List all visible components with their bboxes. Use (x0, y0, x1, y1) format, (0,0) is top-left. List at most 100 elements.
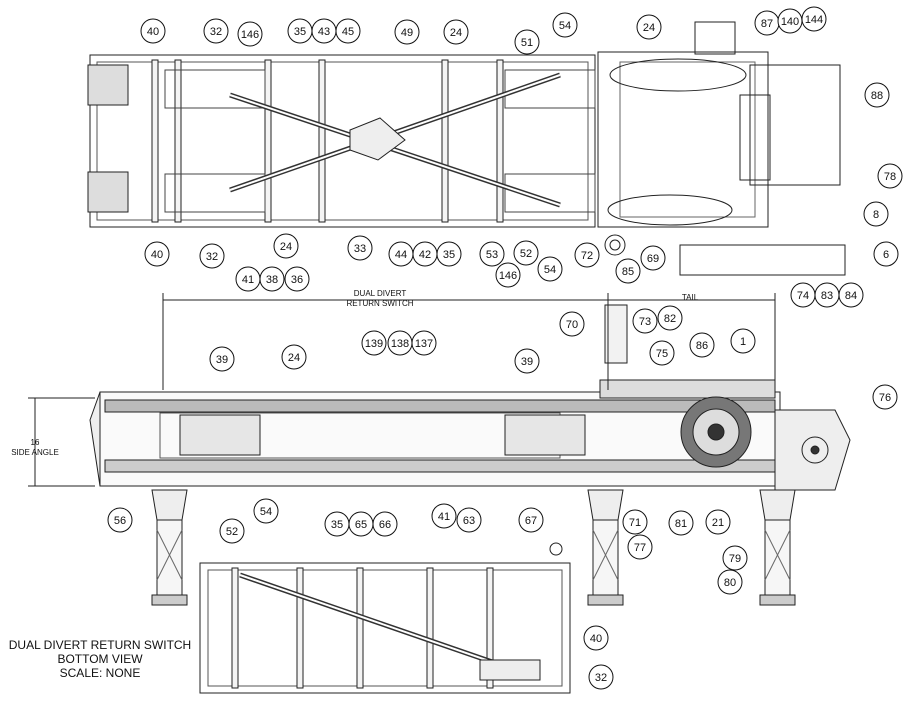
callout-number: 43 (318, 26, 330, 38)
callout-number: 77 (634, 542, 646, 554)
callout-balloon: 56 (107, 507, 133, 533)
caption-title: DUAL DIVERT RETURN SWITCH (9, 638, 191, 652)
callout-number: 39 (216, 354, 228, 366)
diverter-arm-a-core (229, 94, 561, 206)
callout-number: 67 (525, 515, 537, 527)
callout-circle (838, 282, 864, 308)
callout-balloon: 86 (689, 332, 715, 358)
callout-circle (431, 503, 457, 529)
tail-label: TAIL (682, 293, 699, 302)
bottom-crossmember-0 (231, 567, 239, 689)
callout-balloon: 42 (412, 241, 438, 267)
callout-balloon: 69 (640, 245, 666, 271)
callout-balloon: 40 (583, 625, 609, 651)
top-frame-inner (96, 61, 589, 221)
callout-number: 54 (260, 506, 272, 518)
callout-balloon: 71 (622, 509, 648, 535)
side-module-left (179, 414, 261, 456)
top-pocket-right-upper (504, 69, 596, 109)
leg-brace-b-2 (764, 529, 791, 581)
callout-number: 88 (871, 90, 883, 102)
callout-number: 65 (355, 519, 367, 531)
top-pocket-left-lower (164, 173, 266, 213)
callout-circle (705, 509, 731, 535)
callout-number: 35 (331, 519, 343, 531)
callout-number: 75 (656, 348, 668, 360)
head-nose (89, 391, 101, 487)
callout-balloon: 52 (513, 240, 539, 266)
callout-circle (657, 305, 683, 331)
span-label-1: DUAL DIVERT (354, 289, 407, 298)
callout-balloon: 44 (388, 241, 414, 267)
callout-circle (513, 240, 539, 266)
callout-balloon: 40 (144, 241, 170, 267)
callout-number: 52 (226, 526, 238, 538)
callout-number: 40 (147, 26, 159, 38)
callout-number: 146 (499, 270, 517, 282)
callout-circle (730, 328, 756, 354)
callout-balloon: 75 (649, 340, 675, 366)
callout-circle (518, 507, 544, 533)
callout-balloon: 54 (253, 498, 279, 524)
callout-number: 40 (151, 249, 163, 261)
callout-balloon: 67 (518, 507, 544, 533)
callout-circle (552, 12, 578, 38)
callout-number: 74 (797, 290, 809, 302)
callout-circle (456, 507, 482, 533)
callout-number: 41 (438, 511, 450, 523)
callout-balloon: 80 (717, 569, 743, 595)
callout-number: 21 (712, 517, 724, 529)
callout-number: 24 (450, 27, 462, 39)
callout-balloon: 32 (199, 243, 225, 269)
callout-circle (495, 262, 521, 288)
callout-circle (140, 18, 166, 44)
callout-balloon: 24 (281, 344, 307, 370)
bottom-crossmember-4 (486, 567, 494, 689)
callout-number: 6 (883, 249, 889, 261)
callout-number: 33 (354, 243, 366, 255)
tail-nose-pulley (801, 436, 829, 464)
callout-balloon: 63 (456, 507, 482, 533)
callout-balloon: 54 (552, 12, 578, 38)
highlight-ellipse-lower (607, 194, 733, 226)
tail-nose-hub (810, 445, 820, 455)
callout-circle (588, 664, 614, 690)
callout-balloon: 83 (814, 282, 840, 308)
callout-number: 73 (639, 316, 651, 328)
callout-balloon: 73 (632, 308, 658, 334)
callout-number: 76 (879, 392, 891, 404)
callout-number: 63 (463, 515, 475, 527)
callout-balloon: 39 (514, 348, 540, 374)
callout-circle (436, 241, 462, 267)
motor-box (694, 21, 736, 55)
leg-foot-0 (151, 594, 188, 606)
callout-circle (864, 82, 890, 108)
callout-balloon: 87 (754, 10, 780, 36)
callout-circle (649, 340, 675, 366)
callout-circle (537, 256, 563, 282)
callout-circle (622, 509, 648, 535)
callout-number: 71 (629, 517, 641, 529)
callout-balloon: 43 (311, 18, 337, 44)
callout-number: 32 (210, 26, 222, 38)
callout-balloon: 70 (559, 311, 585, 337)
callout-number: 53 (486, 249, 498, 261)
callout-balloon: 76 (872, 384, 898, 410)
top-frame-outer (89, 54, 596, 228)
callout-number: 85 (622, 266, 634, 278)
callout-number: 41 (242, 274, 254, 286)
callout-number: 24 (643, 22, 655, 34)
leg-brace-b-1 (592, 529, 619, 581)
callout-number: 137 (415, 338, 433, 350)
callout-circle (209, 346, 235, 372)
bottom-frame-outer (199, 562, 571, 694)
callout-circle (514, 29, 540, 55)
callout-balloon: 138 (387, 330, 413, 356)
callout-balloon: 79 (722, 545, 748, 571)
callout-balloon: 41 (235, 266, 261, 292)
callout-circle (347, 235, 373, 261)
callout-number: 44 (395, 249, 407, 261)
callout-balloon: 140 (777, 8, 803, 34)
callout-circle (514, 348, 540, 374)
